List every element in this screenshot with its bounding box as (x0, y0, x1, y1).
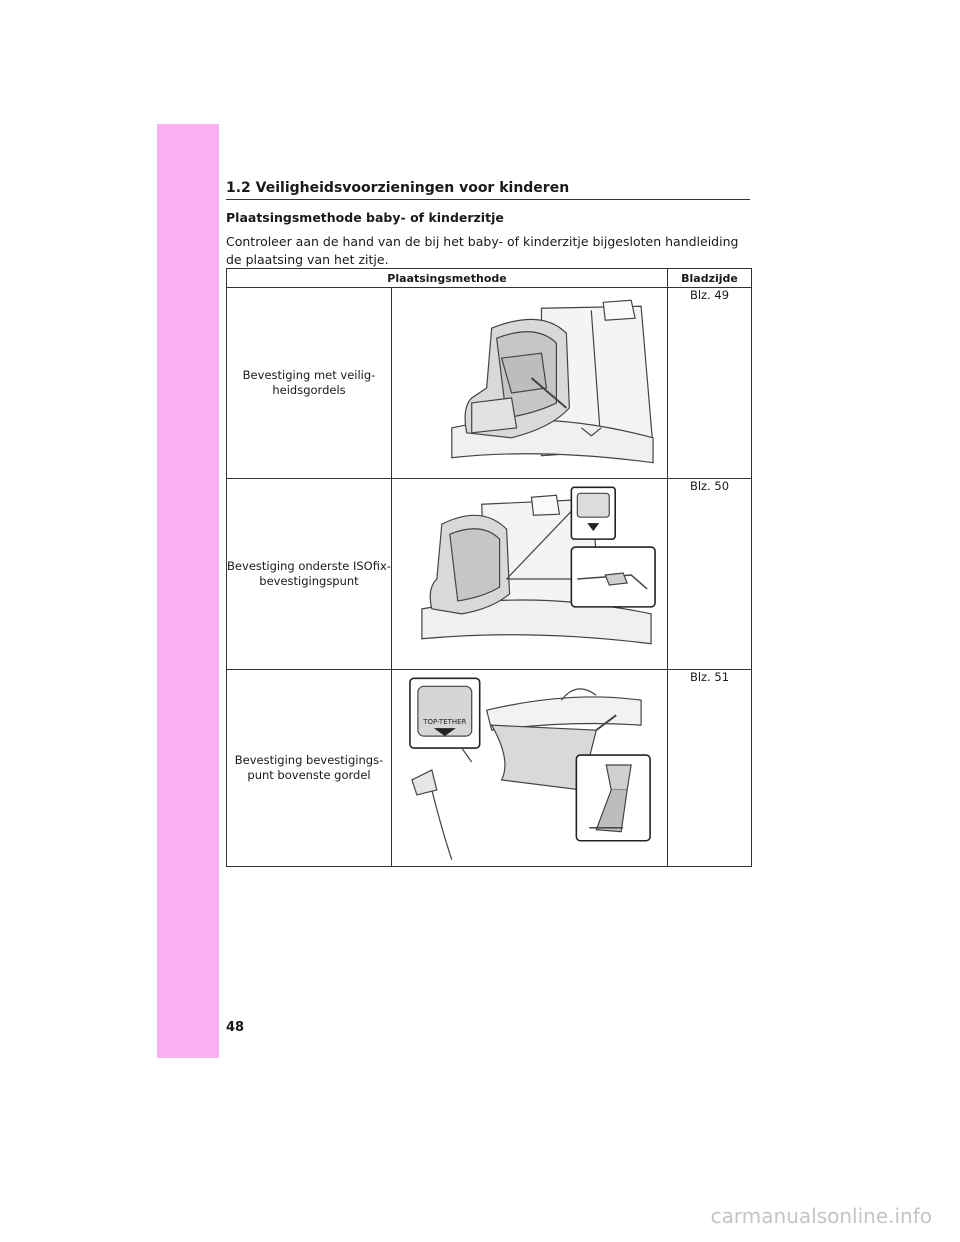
method-label: Bevestiging met veilig-heidsgordels (226, 287, 392, 479)
placement-methods-table: Plaatsingsmethode Bladzijde Bevestiging … (225, 268, 753, 867)
watermark: carmanualsonline.info (710, 1204, 932, 1228)
chapter-side-tab (157, 124, 219, 1058)
table-row: Bevestiging onderste ISOfix-bevestigings… (226, 478, 753, 670)
top-tether-illustration: TOP-TETHER (390, 669, 669, 867)
top-tether-label: TOP-TETHER (422, 718, 466, 726)
section-title: 1.2 Veiligheidsvoorzieningen voor kinder… (226, 180, 570, 196)
method-label: Bevestiging bevestigings-punt bovenste g… (226, 669, 392, 867)
seatbelt-illustration (390, 287, 669, 479)
method-label: Bevestiging onderste ISOfix-bevestigings… (226, 478, 392, 670)
section-divider (226, 199, 750, 200)
intro-paragraph: Controleer aan de hand van de bij het ba… (226, 234, 739, 267)
isofix-illustration (390, 478, 669, 670)
page-number: 48 (226, 1020, 245, 1035)
table-row: Bevestiging bevestigings-punt bovenste g… (226, 669, 753, 867)
header-method: Plaatsingsmethode (225, 268, 669, 288)
page-reference: Blz. 51 (667, 669, 753, 867)
header-page: Bladzijde (667, 268, 753, 288)
page-reference: Blz. 49 (667, 287, 753, 479)
subheading: Plaatsingsmethode baby- of kinderzitje (226, 210, 504, 225)
page-reference: Blz. 50 (667, 478, 753, 670)
table-row: Bevestiging met veilig-heidsgordels (226, 287, 753, 479)
